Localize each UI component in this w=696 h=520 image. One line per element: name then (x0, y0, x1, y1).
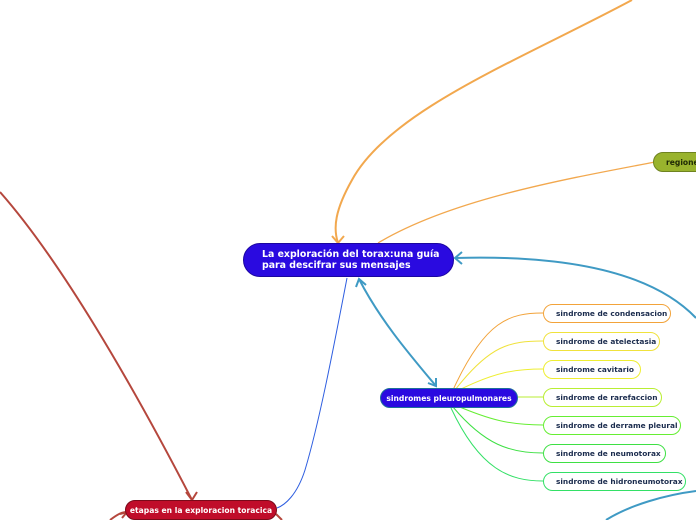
subtopic-neumotorax[interactable]: sindrome de neumotorax (543, 444, 666, 463)
link-central-to-regiones (377, 161, 656, 244)
arrowhead-central-right (453, 251, 463, 265)
topic-regiones[interactable]: regiones (653, 152, 696, 172)
link-offscreen-bottom-right (605, 490, 696, 520)
link-offscreen-right-to-central (454, 256, 696, 319)
subtopic-hidroneumotorax[interactable]: sindrome de hidroneumotorax (543, 472, 686, 491)
subtopic-label: sindrome de rarefaccion (556, 393, 658, 402)
topic-etapas-exploracion[interactable]: etapas en la exploracion toracica (125, 500, 277, 520)
central-topic[interactable]: La exploración del torax:una guía para d… (243, 243, 454, 277)
link-pleuro-to-derrame (454, 404, 544, 426)
link-pleuro-to-condensacion (452, 312, 544, 391)
link-pleuro-to-neumotorax (452, 406, 544, 454)
arrowhead-etapas-top (185, 491, 198, 502)
subtopic-label: sindrome de condensacion (556, 309, 668, 318)
subtopic-condensacion[interactable]: sindrome de condensacion (543, 304, 671, 323)
topic-label: etapas en la exploracion toracica (129, 505, 273, 515)
subtopic-cavitario[interactable]: sindrome cavitario (543, 360, 641, 379)
link-offscreen-left-to-etapas (0, 191, 193, 501)
central-topic-label: La exploración del torax:una guía para d… (262, 249, 440, 271)
subtopic-atelectasia[interactable]: sindrome de atelectasia (543, 332, 660, 351)
subtopic-label: sindrome de hidroneumotorax (556, 477, 683, 486)
link-offscreen-top-to-central (334, 0, 633, 244)
topic-label: regiones (666, 157, 696, 167)
link-etapas-right-stub (275, 513, 283, 520)
arrowhead-central-bottom (355, 277, 367, 288)
subtopic-label: sindrome cavitario (556, 365, 634, 374)
topic-sindromes-pleuropulmonares[interactable]: sindromes pleuropulmonares (380, 388, 518, 408)
subtopic-label: sindrome de atelectasia (556, 337, 657, 346)
link-pleuro-to-cavitario (456, 368, 544, 392)
link-pleuro-to-hidroneumotorax (450, 407, 544, 482)
link-pleuro-to-atelectasia (454, 340, 544, 391)
topic-label: sindromes pleuropulmonares (386, 393, 512, 403)
subtopic-rarefaccion[interactable]: sindrome de rarefaccion (543, 388, 662, 407)
link-central-to-etapas (276, 277, 348, 509)
link-central-to-pleuropulmonares (358, 278, 437, 387)
subtopic-label: sindrome de derrame pleural (556, 421, 678, 430)
arrowhead-pleuropulmonares (427, 378, 437, 388)
subtopic-derrame-pleural[interactable]: sindrome de derrame pleural (543, 416, 681, 435)
subtopic-label: sindrome de neumotorax (556, 449, 661, 458)
